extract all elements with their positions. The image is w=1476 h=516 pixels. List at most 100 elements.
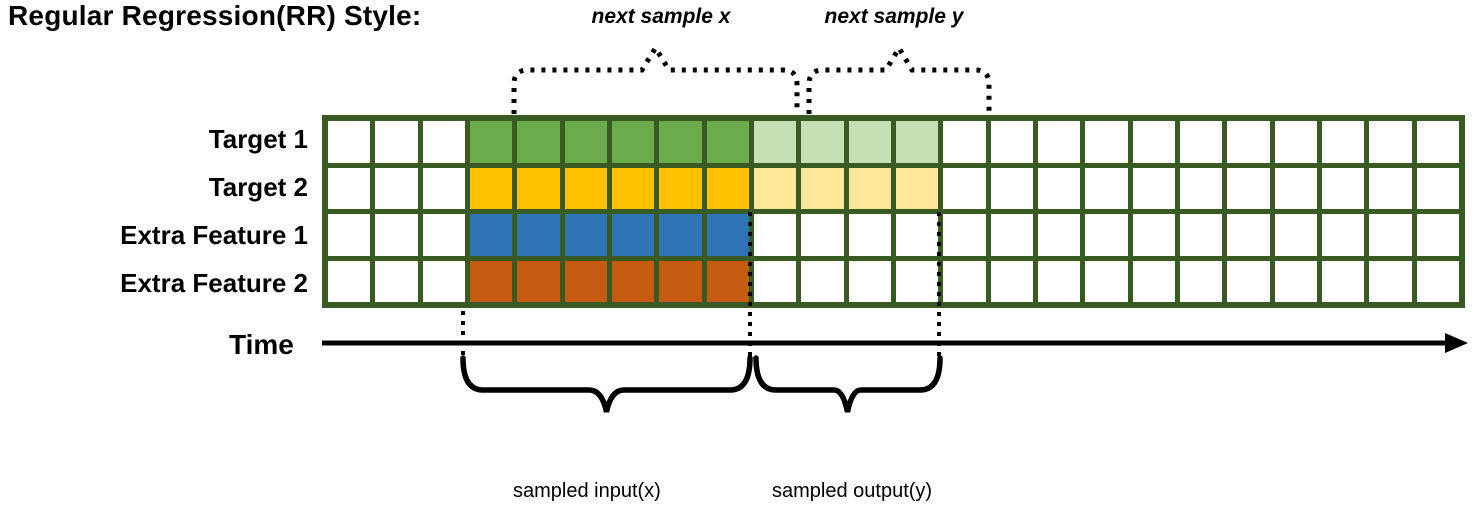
grid-cell: [801, 121, 844, 163]
grid-cell: [328, 214, 371, 256]
grid-cell: [422, 167, 465, 209]
grid-cell: [895, 260, 939, 302]
grid-cell: [848, 167, 891, 209]
grid-cell: [943, 260, 986, 302]
grid-cell: [706, 167, 749, 209]
grid-cell: [375, 214, 418, 256]
grid-cell: [848, 214, 891, 256]
next-sample-x-label: next sample x: [591, 5, 731, 28]
grid-cell: [1321, 167, 1365, 209]
grid-cell: [1227, 121, 1270, 163]
grid-cell: [753, 167, 797, 209]
row-label-extra-feature-1: Extra Feature 1: [120, 220, 308, 251]
brace-sampled-output-icon: [753, 355, 943, 413]
grid-cell: [564, 121, 607, 163]
grid-cell: [422, 121, 465, 163]
grid-cell: [1037, 121, 1081, 163]
grid-cell: [895, 214, 939, 256]
grid-cell: [564, 260, 607, 302]
grid-cell: [375, 167, 418, 209]
sampled-output-title: sampled output(y): [772, 480, 933, 502]
sampled-input-note: sampled input(x) lookback=6 input_featur…: [513, 424, 703, 516]
grid-cell: [1274, 260, 1317, 302]
grid-cell: [611, 121, 655, 163]
grid-cell: [706, 260, 749, 302]
grid-cell: [375, 260, 418, 302]
grid-cell: [517, 121, 560, 163]
grid-cell: [328, 167, 371, 209]
grid-cell: [1037, 260, 1081, 302]
grid-cell: [1227, 167, 1270, 209]
row-label-target-2: Target 2: [208, 171, 308, 202]
grid-cell: [564, 214, 607, 256]
grid-cell: [1274, 167, 1317, 209]
sampled-input-title: sampled input(x): [513, 480, 661, 502]
grid-cell: [1274, 214, 1317, 256]
grid-cell: [1369, 260, 1412, 302]
grid-cell: [1227, 214, 1270, 256]
grid-cell: [1085, 214, 1128, 256]
grid-cell: [895, 167, 939, 209]
grid-cell: [611, 260, 655, 302]
grid-cell: [848, 260, 891, 302]
grid-cell: [1085, 167, 1128, 209]
grid-cell: [611, 214, 655, 256]
grid-cell: [990, 260, 1033, 302]
grid-cell: [1037, 214, 1081, 256]
grid-cell: [1132, 121, 1175, 163]
brace-sampled-input-icon: [460, 355, 753, 413]
grid-cell: [1274, 121, 1317, 163]
grid-cell: [1085, 121, 1128, 163]
grid-cell: [1369, 167, 1412, 209]
grid-cell: [990, 167, 1033, 209]
grid-cell: [801, 214, 844, 256]
grid-cell: [1179, 214, 1223, 256]
next-sample-y-label: next sample y: [824, 5, 964, 28]
grid-cell: [1132, 214, 1175, 256]
grid-cell: [1369, 214, 1412, 256]
dotted-brace-next-sample-x-icon: [511, 43, 800, 114]
grid-cell: [753, 214, 797, 256]
grid-cell: [753, 121, 797, 163]
grid-cell: [706, 121, 749, 163]
grid-cell: [611, 167, 655, 209]
sample-grid: [322, 115, 1465, 308]
grid-cell: [1037, 167, 1081, 209]
grid-cell: [1132, 167, 1175, 209]
grid-cell: [469, 121, 513, 163]
grid-cell: [1179, 167, 1223, 209]
grid-cell: [469, 167, 513, 209]
grid-cell: [895, 121, 939, 163]
grid-cell: [1179, 260, 1223, 302]
grid-cell: [1321, 214, 1365, 256]
grid-cell: [990, 121, 1033, 163]
grid-cell: [328, 260, 371, 302]
grid-cell: [659, 260, 702, 302]
grid-cell: [943, 167, 986, 209]
grid-cell: [422, 214, 465, 256]
grid-cell: [469, 214, 513, 256]
grid-cell: [753, 260, 797, 302]
grid-cell: [801, 167, 844, 209]
grid-cell: [469, 260, 513, 302]
grid-cell: [375, 121, 418, 163]
grid-cell: [1227, 260, 1270, 302]
grid-cell: [1321, 260, 1365, 302]
grid-cell: [943, 121, 986, 163]
grid-cell: [1132, 260, 1175, 302]
grid-cell: [943, 214, 986, 256]
grid-cell: [1416, 121, 1459, 163]
grid-cell: [1416, 167, 1459, 209]
grid-cell: [1416, 260, 1459, 302]
grid-cell: [1321, 121, 1365, 163]
grid-cell: [422, 260, 465, 302]
grid-cell: [848, 121, 891, 163]
grid-cell: [1179, 121, 1223, 163]
grid-cell: [659, 167, 702, 209]
grid-cell: [1085, 260, 1128, 302]
grid-cell: [1369, 121, 1412, 163]
sampled-output-note: sampled output(y) horizon=4 output_featu…: [772, 424, 974, 516]
grid-cell: [517, 167, 560, 209]
page-title: Regular Regression(RR) Style:: [8, 0, 422, 31]
row-label-target-1: Target 1: [208, 123, 308, 154]
